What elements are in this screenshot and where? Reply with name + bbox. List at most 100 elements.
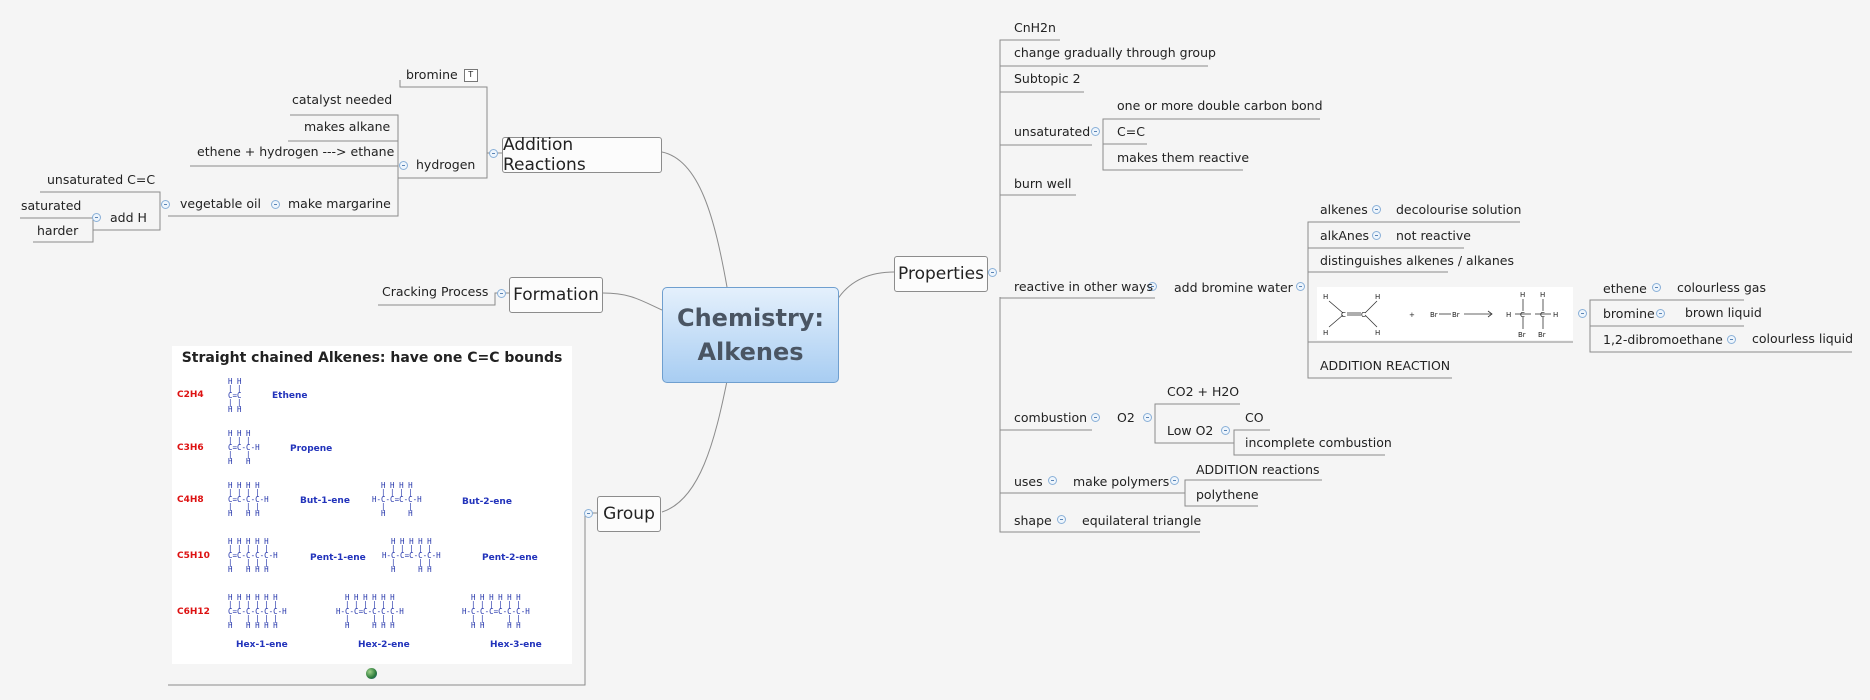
node-co2-h2o[interactable]: CO2 + H2O	[1167, 384, 1240, 399]
formula-c6h12: C6H12	[177, 607, 210, 617]
node-make-polymers[interactable]: make polymers	[1073, 474, 1170, 489]
node-makes-reactive[interactable]: makes them reactive	[1117, 150, 1250, 165]
node-alkenes[interactable]: alkenes	[1320, 202, 1368, 217]
node-addition-reactions-use[interactable]: ADDITION reactions	[1196, 462, 1320, 477]
collapse-button[interactable]	[399, 161, 408, 170]
node-addition-reaction[interactable]: ADDITION REACTION	[1320, 358, 1451, 373]
structure-hex-3-ene: H H H H H H | | | | | | H-C-C-C=C-C-C-H …	[462, 593, 530, 630]
branch-group[interactable]: Group	[597, 496, 661, 532]
branch-properties[interactable]: Properties	[894, 256, 988, 292]
node-reactive-other[interactable]: reactive in other ways	[1014, 279, 1153, 294]
node-colourless-gas[interactable]: colourless gas	[1677, 280, 1766, 295]
node-subtopic-2[interactable]: Subtopic 2	[1014, 71, 1081, 86]
node-colourless-liquid[interactable]: colourless liquid	[1752, 331, 1854, 346]
node-harder[interactable]: harder	[37, 223, 79, 238]
node-not-reactive[interactable]: not reactive	[1396, 228, 1471, 243]
node-distinguishes[interactable]: distinguishes alkenes / alkanes	[1320, 253, 1514, 268]
node-change-gradually[interactable]: change gradually through group	[1014, 45, 1216, 60]
collapse-button[interactable]	[584, 509, 593, 518]
collapse-button[interactable]	[1372, 231, 1381, 240]
node-alkanes[interactable]: alkAnes	[1320, 228, 1370, 243]
node-low-o2[interactable]: Low O2	[1167, 423, 1214, 438]
collapse-button[interactable]	[92, 213, 101, 222]
collapse-button[interactable]	[1091, 413, 1100, 422]
name-ethene: Ethene	[272, 391, 308, 401]
globe-icon[interactable]	[366, 668, 377, 679]
node-uses[interactable]: uses	[1014, 474, 1043, 489]
node-cnh2n[interactable]: CnH2n	[1014, 20, 1056, 35]
svg-text:H: H	[1323, 293, 1328, 301]
collapse-button[interactable]	[1221, 426, 1230, 435]
node-cc[interactable]: C=C	[1117, 124, 1145, 139]
svg-text:Br: Br	[1430, 311, 1438, 319]
central-title-line1: Chemistry:	[676, 304, 825, 332]
node-burn-well[interactable]: burn well	[1014, 176, 1072, 191]
svg-text:H: H	[1520, 291, 1525, 299]
node-ethene-hydrogen[interactable]: ethene + hydrogen ---> ethane	[197, 144, 395, 159]
branch-properties-label: Properties	[898, 264, 984, 284]
node-add-h[interactable]: add H	[110, 210, 147, 225]
collapse-button[interactable]	[1296, 282, 1305, 291]
collapse-button[interactable]	[1578, 309, 1587, 318]
node-incomplete-combustion[interactable]: incomplete combustion	[1245, 435, 1392, 450]
node-o2[interactable]: O2	[1117, 410, 1135, 425]
svg-text:H: H	[1323, 329, 1328, 337]
node-vegetable-oil[interactable]: vegetable oil	[180, 196, 261, 211]
node-add-bromine-water[interactable]: add bromine water	[1174, 280, 1293, 295]
node-bromine-label: bromine	[406, 67, 458, 82]
svg-text:Br: Br	[1518, 331, 1526, 339]
name-but-1-ene: But-1-ene	[300, 496, 350, 506]
node-ethene[interactable]: ethene	[1603, 281, 1647, 296]
collapse-button[interactable]	[1048, 476, 1057, 485]
svg-text:H: H	[1375, 329, 1380, 337]
collapse-button[interactable]	[1372, 205, 1381, 214]
collapse-button[interactable]	[489, 149, 498, 158]
node-makes-alkane[interactable]: makes alkane	[304, 119, 391, 134]
node-bromine[interactable]: bromine T	[406, 67, 478, 83]
collapse-button[interactable]	[1652, 283, 1661, 292]
node-dibromoethane[interactable]: 1,2-dibromoethane	[1603, 332, 1723, 347]
central-topic[interactable]: Chemistry: Alkenes	[662, 287, 839, 383]
collapse-button[interactable]	[1727, 335, 1736, 344]
node-bromine-prop[interactable]: bromine	[1603, 306, 1655, 321]
collapse-button[interactable]	[271, 200, 280, 209]
structure-pent-1-ene: H H H H H | | | | | C=C-C-C-C-H | | | | …	[228, 537, 278, 574]
node-saturated[interactable]: saturated	[21, 198, 82, 213]
collapse-button[interactable]	[1091, 127, 1100, 136]
structure-propene: H H H | | | C=C-C-H | | H H	[228, 429, 260, 466]
node-brown-liquid[interactable]: brown liquid	[1685, 305, 1762, 320]
collapse-button[interactable]	[161, 200, 170, 209]
svg-text:Br: Br	[1538, 331, 1546, 339]
collapse-button[interactable]	[497, 289, 506, 298]
branch-formation[interactable]: Formation	[509, 277, 603, 313]
node-hydrogen[interactable]: hydrogen	[416, 157, 476, 172]
svg-text:C: C	[1540, 311, 1545, 319]
node-catalyst-needed[interactable]: catalyst needed	[292, 92, 393, 107]
structure-but-2-ene: H H H H | | | | H-C-C=C-C-H | | H H	[372, 481, 422, 518]
node-cracking-process[interactable]: Cracking Process	[382, 284, 489, 299]
collapse-button[interactable]	[1170, 476, 1179, 485]
node-unsaturated[interactable]: unsaturated	[1014, 124, 1091, 139]
collapse-button[interactable]	[1143, 413, 1152, 422]
branch-formation-label: Formation	[513, 285, 599, 305]
node-shape[interactable]: shape	[1014, 513, 1052, 528]
node-make-margarine[interactable]: make margarine	[288, 196, 391, 211]
node-double-bond[interactable]: one or more double carbon bond	[1117, 98, 1323, 113]
svg-text:C: C	[1520, 311, 1525, 319]
node-co[interactable]: CO	[1245, 410, 1264, 425]
branch-addition-reactions[interactable]: Addition Reactions	[502, 135, 662, 175]
collapse-button[interactable]	[1656, 309, 1665, 318]
name-propene: Propene	[290, 444, 333, 454]
svg-text:H: H	[1506, 311, 1511, 319]
node-decolourise[interactable]: decolourise solution	[1396, 202, 1522, 217]
node-combustion[interactable]: combustion	[1014, 410, 1088, 425]
node-unsaturated-cc[interactable]: unsaturated C=C	[47, 172, 156, 187]
collapse-button[interactable]	[1057, 515, 1066, 524]
note-icon[interactable]: T	[463, 69, 478, 82]
collapse-button[interactable]	[1148, 282, 1157, 291]
node-equilateral-triangle[interactable]: equilateral triangle	[1082, 513, 1202, 528]
svg-text:C: C	[1361, 311, 1366, 319]
collapse-button[interactable]	[988, 268, 997, 277]
node-polythene[interactable]: polythene	[1196, 487, 1259, 502]
